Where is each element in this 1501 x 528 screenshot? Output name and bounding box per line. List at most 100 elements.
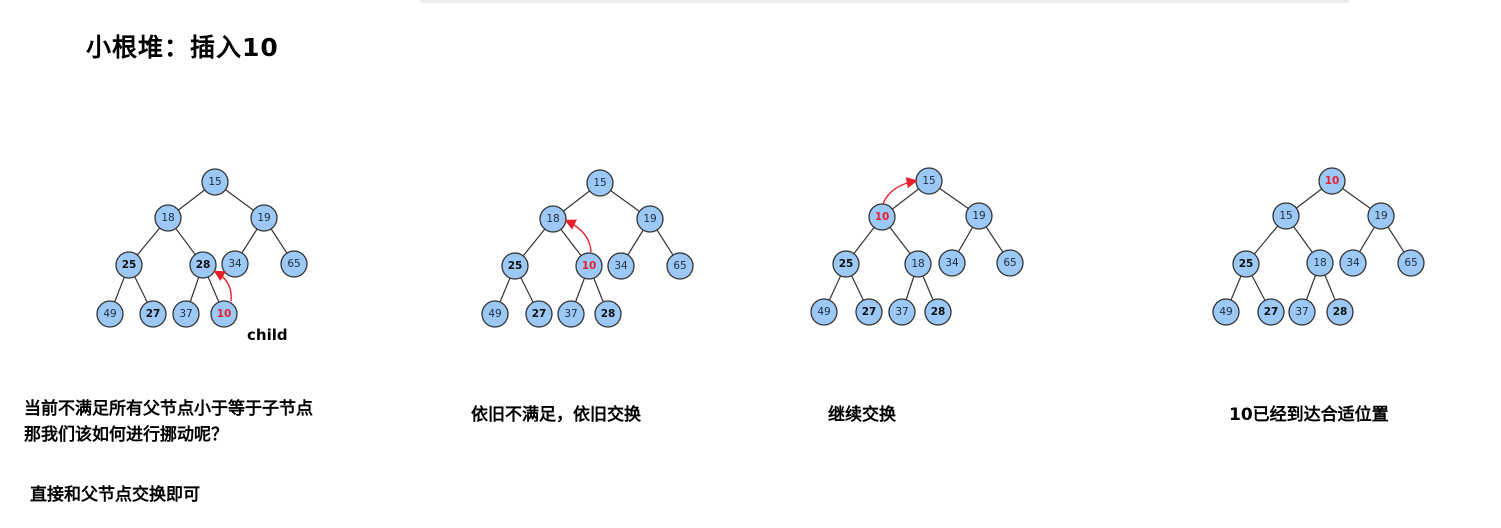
- heap-node: 18: [154, 204, 182, 232]
- heap-node: 15: [915, 167, 943, 195]
- caption-panel-2: 依旧不满足，依旧交换: [471, 405, 641, 425]
- node-value: 27: [146, 308, 161, 320]
- node-value: 34: [228, 258, 242, 270]
- heap-node: 37: [1288, 298, 1316, 326]
- heap-node: 27: [139, 300, 167, 328]
- node-circle: [115, 251, 143, 279]
- heap-node: 19: [250, 204, 278, 232]
- node-circle: [172, 300, 200, 328]
- heap-node: 25: [115, 251, 143, 279]
- heap-node: 19: [965, 202, 993, 230]
- node-value: 19: [1374, 210, 1387, 222]
- node-value: 19: [257, 212, 270, 224]
- node-value: 25: [122, 259, 137, 271]
- heap-node: 37: [888, 298, 916, 326]
- node-value: 10: [217, 308, 232, 320]
- node-value: 10: [875, 211, 890, 223]
- node-value: 65: [673, 260, 686, 272]
- node-circle: [607, 252, 635, 280]
- node-circle: [1257, 298, 1285, 326]
- node-value: 49: [488, 308, 501, 320]
- node-value: 37: [564, 308, 577, 320]
- node-circle: [221, 250, 249, 278]
- heap-node: 18: [539, 205, 567, 233]
- node-circle: [501, 252, 529, 280]
- node-circle: [575, 252, 603, 280]
- node-circle: [868, 203, 896, 231]
- heap-node: 49: [96, 300, 124, 328]
- child-label: child: [247, 326, 288, 344]
- heap-node: 19: [1367, 202, 1395, 230]
- node-circle: [481, 300, 509, 328]
- heap-node: 49: [1212, 298, 1240, 326]
- heap-node: 28: [594, 300, 622, 328]
- note-panel-1: 直接和父节点交换即可: [30, 485, 200, 505]
- node-circle: [924, 298, 952, 326]
- heap-node: 19: [636, 205, 664, 233]
- node-circle: [1339, 249, 1367, 277]
- heap-node: 65: [280, 250, 308, 278]
- heap-node: 65: [1397, 249, 1425, 277]
- node-value: 37: [1295, 306, 1308, 318]
- node-circle: [904, 250, 932, 278]
- heap-node: 15: [1272, 202, 1300, 230]
- node-circle: [1212, 298, 1240, 326]
- node-value: 34: [614, 260, 628, 272]
- page-title: 小根堆：插入10: [86, 33, 279, 62]
- heap-node: 25: [832, 250, 860, 278]
- node-circle: [586, 169, 614, 197]
- heap-node: 28: [924, 298, 952, 326]
- caption-line: 当前不满足所有父节点小于等于子节点: [24, 399, 313, 419]
- node-value: 19: [972, 210, 985, 222]
- node-value: 15: [922, 175, 935, 187]
- caption-panel-4: 10已经到达合适位置: [1229, 405, 1389, 425]
- node-value: 19: [643, 213, 656, 225]
- node-circle: [250, 204, 278, 232]
- node-circle: [189, 251, 217, 279]
- heap-node: 15: [586, 169, 614, 197]
- node-circle: [1288, 298, 1316, 326]
- heap-node: 37: [557, 300, 585, 328]
- heap-node: 27: [525, 300, 553, 328]
- node-circle: [938, 249, 966, 277]
- node-circle: [1326, 298, 1354, 326]
- node-circle: [965, 202, 993, 230]
- node-circle: [154, 204, 182, 232]
- caption-panel-3: 继续交换: [828, 405, 896, 425]
- node-value: 25: [508, 260, 523, 272]
- node-value: 18: [1313, 257, 1326, 269]
- node-value: 49: [817, 306, 830, 318]
- node-circle: [96, 300, 124, 328]
- node-value: 49: [103, 308, 116, 320]
- node-value: 28: [1333, 306, 1348, 318]
- node-value: 28: [601, 308, 616, 320]
- node-value: 27: [1264, 306, 1279, 318]
- swap-arrow: [213, 270, 232, 302]
- node-circle: [210, 300, 238, 328]
- node-circle: [1318, 167, 1346, 195]
- node-circle: [201, 168, 229, 196]
- node-circle: [855, 298, 883, 326]
- node-value: 65: [1003, 257, 1016, 269]
- heap-node: 10: [210, 300, 238, 328]
- heap-node: 18: [904, 250, 932, 278]
- node-circle: [996, 249, 1024, 277]
- node-value: 15: [593, 177, 606, 189]
- node-circle: [525, 300, 553, 328]
- node-value: 15: [208, 176, 221, 188]
- heap-node: 27: [1257, 298, 1285, 326]
- heap-node: 65: [666, 252, 694, 280]
- node-circle: [1306, 249, 1334, 277]
- heap-node: 25: [501, 252, 529, 280]
- swap-arrow: [564, 219, 592, 253]
- node-circle: [636, 205, 664, 233]
- node-value: 34: [1346, 257, 1360, 269]
- node-value: 25: [839, 258, 854, 270]
- node-circle: [666, 252, 694, 280]
- node-circle: [810, 298, 838, 326]
- node-circle: [1232, 250, 1260, 278]
